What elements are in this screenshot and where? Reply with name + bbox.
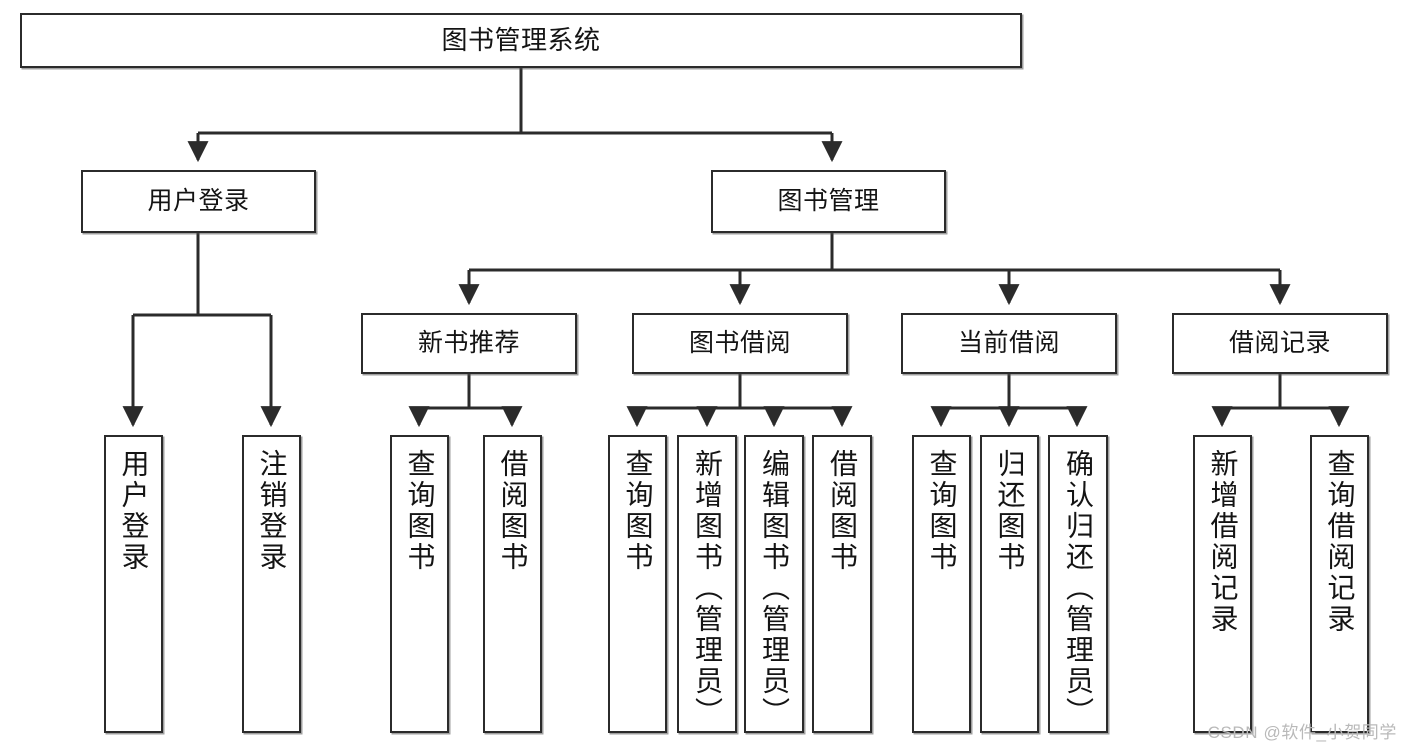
node-leaf-user-login[interactable]: 用户登录 <box>104 435 163 733</box>
node-current-borrow[interactable]: 当前借阅 <box>901 313 1117 374</box>
node-label: 当前借阅 <box>957 329 1060 358</box>
node-label: 注销登录 <box>256 449 288 573</box>
node-book-borrow[interactable]: 图书借阅 <box>632 313 848 374</box>
node-label: 编辑图书（管理员） <box>759 449 790 728</box>
node-leaf-edit-book-admin[interactable]: 编辑图书（管理员） <box>744 435 804 733</box>
node-leaf-return-book[interactable]: 归还图书 <box>980 435 1039 733</box>
node-root-system[interactable]: 图书管理系统 <box>20 13 1022 68</box>
node-label: 借阅图书 <box>827 449 858 573</box>
node-book-management[interactable]: 图书管理 <box>711 170 946 233</box>
node-label: 图书借阅 <box>688 329 791 358</box>
node-leaf-query-book-2[interactable]: 查询图书 <box>608 435 667 733</box>
node-label: 查询图书 <box>926 449 958 573</box>
node-label: 新书推荐 <box>417 329 520 358</box>
node-leaf-query-book-3[interactable]: 查询图书 <box>912 435 971 733</box>
node-label: 新增图书（管理员） <box>692 449 723 728</box>
node-new-book-recommend[interactable]: 新书推荐 <box>361 313 577 374</box>
node-leaf-borrow-book-2[interactable]: 借阅图书 <box>812 435 872 733</box>
node-label: 查询图书 <box>622 449 654 573</box>
node-label: 图书管理 <box>777 187 880 216</box>
node-label: 查询图书 <box>404 449 436 573</box>
node-label: 借阅图书 <box>497 449 529 573</box>
node-leaf-add-book-admin[interactable]: 新增图书（管理员） <box>677 435 737 733</box>
node-leaf-confirm-return-admin[interactable]: 确认归还（管理员） <box>1048 435 1108 733</box>
node-user-login[interactable]: 用户登录 <box>81 170 316 233</box>
node-label: 归还图书 <box>994 449 1026 573</box>
node-leaf-logout-login[interactable]: 注销登录 <box>242 435 301 733</box>
node-label: 图书管理系统 <box>441 24 601 55</box>
node-label: 借阅记录 <box>1228 329 1331 358</box>
node-leaf-borrow-book-1[interactable]: 借阅图书 <box>483 435 542 733</box>
node-label: 新增借阅记录 <box>1207 449 1239 635</box>
node-borrow-record[interactable]: 借阅记录 <box>1172 313 1388 374</box>
node-label: 用户登录 <box>147 187 250 216</box>
node-leaf-add-borrow-record[interactable]: 新增借阅记录 <box>1193 435 1252 733</box>
node-label: 确认归还（管理员） <box>1063 449 1094 728</box>
node-leaf-query-book-1[interactable]: 查询图书 <box>390 435 449 733</box>
node-label: 用户登录 <box>118 449 150 573</box>
node-label: 查询借阅记录 <box>1324 449 1356 635</box>
node-leaf-query-borrow-record[interactable]: 查询借阅记录 <box>1310 435 1369 733</box>
watermark-text: CSDN @软件_小贺同学 <box>1207 723 1397 742</box>
